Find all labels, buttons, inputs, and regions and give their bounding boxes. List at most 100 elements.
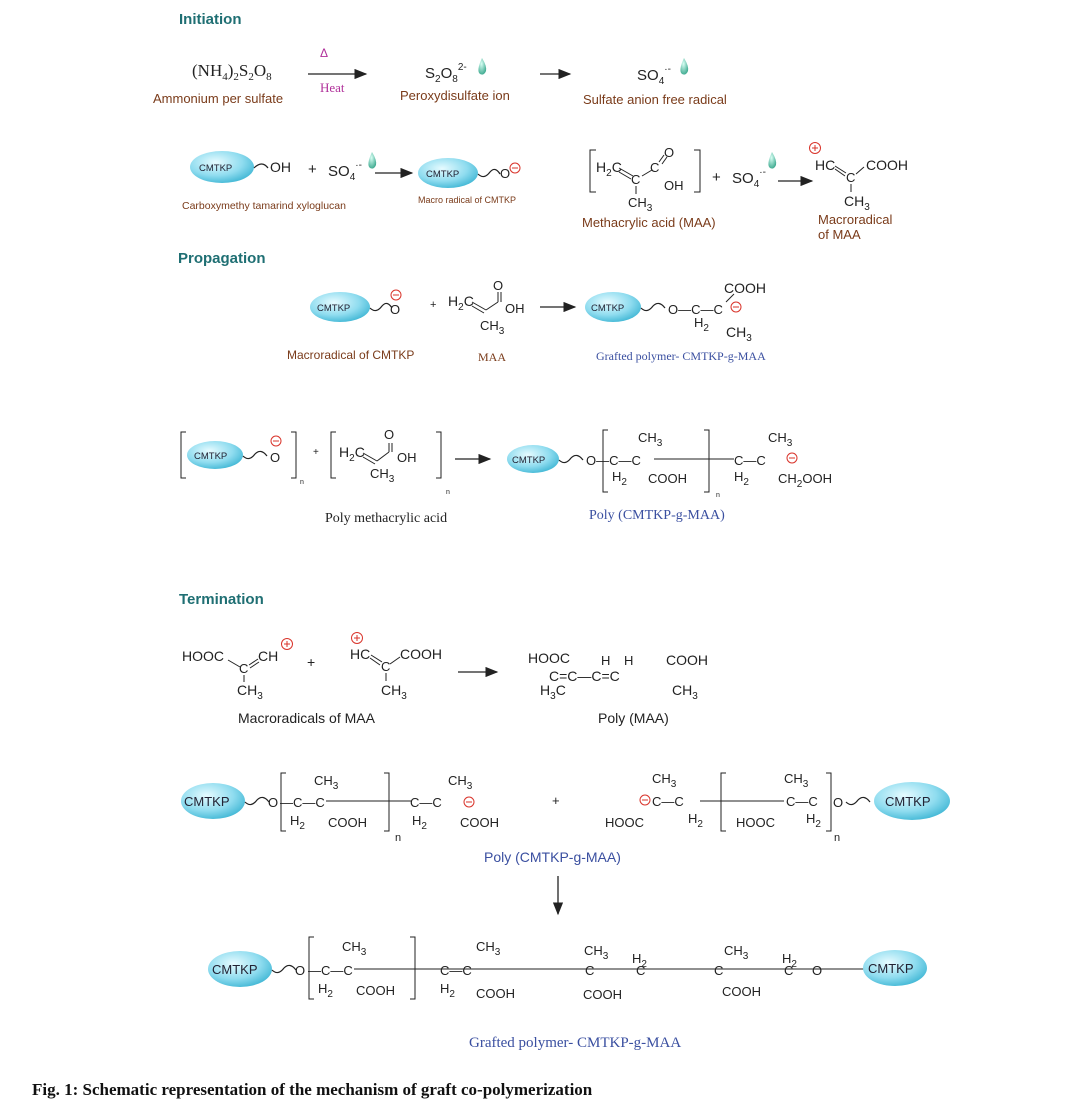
- sulfate-formula: SO4·-: [328, 160, 362, 183]
- svg-text:CH3: CH3: [480, 318, 505, 337]
- svg-text:H3C: H3C: [540, 682, 566, 702]
- svg-text:—C—C: —C—C: [308, 963, 353, 978]
- svg-text:COOH: COOH: [356, 983, 395, 998]
- radical-drop-icon: [478, 58, 487, 75]
- svg-text:O—C—C: O—C—C: [586, 453, 641, 468]
- peroxy-name: Peroxydisulfate ion: [400, 88, 510, 103]
- figure-caption: Fig. 1: Schematic representation of the …: [32, 1080, 593, 1099]
- svg-text:C—C: C—C: [734, 453, 766, 468]
- cmtkp-name: Carboxymethy tamarind xyloglucan: [182, 200, 346, 212]
- svg-text:COOH: COOH: [476, 986, 515, 1001]
- poly-maa-label: Poly methacrylic acid: [325, 511, 447, 526]
- svg-text:CH3: CH3: [726, 324, 752, 344]
- svg-text:C=C—C=C: C=C—C=C: [549, 668, 620, 684]
- svg-text:CH3: CH3: [314, 773, 339, 792]
- negative-charge-icon: [270, 435, 282, 447]
- svg-text:CH3: CH3: [724, 943, 749, 962]
- svg-text:COOH: COOH: [648, 471, 687, 486]
- svg-text:n: n: [395, 832, 401, 844]
- grafted-polymer-label: Grafted polymer- CMTKP-g-MAA: [596, 349, 766, 363]
- maa-radical-structure: HC: [815, 157, 835, 173]
- svg-text:OH: OH: [505, 301, 525, 316]
- radical-drop-icon: [368, 152, 377, 169]
- cmtkp-bubble: [418, 158, 478, 188]
- svg-text:H2: H2: [440, 981, 455, 1000]
- cmtkp-label: CMTKP: [426, 169, 459, 180]
- poly-maa-term: Poly (MAA): [598, 710, 669, 726]
- delta-label: Δ: [320, 46, 328, 60]
- svg-text:CH3: CH3: [844, 193, 870, 213]
- positive-charge-icon: [809, 142, 821, 154]
- svg-text:C: C: [650, 160, 659, 175]
- poly-cmtkp-label: Poly (CMTKP-g-MAA): [589, 508, 725, 523]
- svg-text:H2: H2: [412, 813, 427, 832]
- svg-text:HOOC: HOOC: [528, 650, 570, 666]
- svg-text:CH3: CH3: [638, 430, 663, 449]
- svg-text:C: C: [784, 963, 793, 978]
- svg-text:H: H: [601, 653, 610, 668]
- section-propagation: Propagation: [178, 250, 266, 267]
- svg-text:n: n: [446, 489, 450, 496]
- svg-text:C—C: C—C: [786, 794, 818, 809]
- svg-text:COOH: COOH: [666, 652, 708, 668]
- svg-text:COOH: COOH: [724, 280, 766, 296]
- svg-text:C—C: C—C: [652, 794, 684, 809]
- cmtkp-bubble: [187, 441, 243, 469]
- svg-text:H2C: H2C: [339, 444, 365, 464]
- svg-text:O: O: [295, 963, 305, 978]
- radical-drop-icon: [768, 152, 777, 169]
- peroxy-formula: S2O82-: [425, 62, 467, 85]
- cmtkp-bubble: [874, 782, 950, 820]
- maa-label: MAA: [478, 350, 506, 364]
- negative-charge-icon: [786, 452, 798, 464]
- cmtkp-bubble: [507, 445, 559, 473]
- oh-label: OH: [270, 159, 291, 175]
- svg-text:CH3: CH3: [381, 682, 407, 702]
- macro-radical-cmtkp: Macro radical of CMTKP: [418, 195, 516, 205]
- svg-text:CH3: CH3: [476, 939, 501, 958]
- cmtkp-label: CMTKP: [212, 962, 258, 977]
- svg-text:O: O: [384, 427, 394, 442]
- plus-sign: +: [430, 299, 436, 311]
- cmtkp-bubble: [863, 950, 927, 986]
- svg-text:H2: H2: [688, 811, 703, 830]
- svg-text:of MAA: of MAA: [818, 227, 861, 242]
- svg-text:CH3: CH3: [342, 939, 367, 958]
- svg-text:COOH: COOH: [400, 646, 442, 662]
- svg-text:CH3: CH3: [448, 773, 473, 792]
- svg-text:CH: CH: [258, 648, 278, 664]
- svg-text:HOOC: HOOC: [605, 815, 644, 830]
- poly-cmtkp-term: Poly (CMTKP-g-MAA): [484, 849, 621, 865]
- sulfate-formula: SO4·-: [732, 167, 766, 190]
- svg-text:H2: H2: [734, 469, 749, 488]
- macroradical-cmtkp: Macroradical of CMTKP: [287, 348, 414, 362]
- aps-formula: (NH4)2S2O8: [192, 61, 272, 83]
- svg-text:COOH: COOH: [722, 984, 761, 999]
- svg-text:O: O: [268, 795, 278, 810]
- cmtkp-bubble: [585, 292, 641, 322]
- svg-text:COOH: COOH: [328, 815, 367, 830]
- positive-charge-icon: [281, 638, 293, 650]
- negative-charge-icon: [463, 796, 475, 808]
- svg-text:COOH: COOH: [460, 815, 499, 830]
- svg-text:OH: OH: [664, 178, 684, 193]
- negative-charge-icon: [509, 162, 521, 174]
- cmtkp-label: CMTKP: [512, 455, 545, 466]
- svg-text:COOH: COOH: [866, 157, 908, 173]
- sulfate-name: Sulfate anion free radical: [583, 92, 727, 107]
- svg-text:n: n: [300, 479, 304, 486]
- svg-text:HC: HC: [350, 646, 370, 662]
- plus-sign: +: [307, 654, 315, 670]
- section-initiation: Initiation: [179, 11, 242, 28]
- cmtkp-label: CMTKP: [184, 794, 230, 809]
- svg-text:CH2OOH: CH2OOH: [778, 471, 832, 490]
- svg-text:C: C: [381, 659, 390, 674]
- svg-text:C: C: [239, 661, 248, 676]
- svg-text:C: C: [585, 963, 594, 978]
- svg-text:C: C: [846, 170, 855, 185]
- svg-text:CH3: CH3: [370, 466, 395, 485]
- svg-text:CH3: CH3: [628, 195, 653, 214]
- negative-charge-icon: [390, 289, 402, 301]
- cmtkp-bubble: [190, 151, 254, 183]
